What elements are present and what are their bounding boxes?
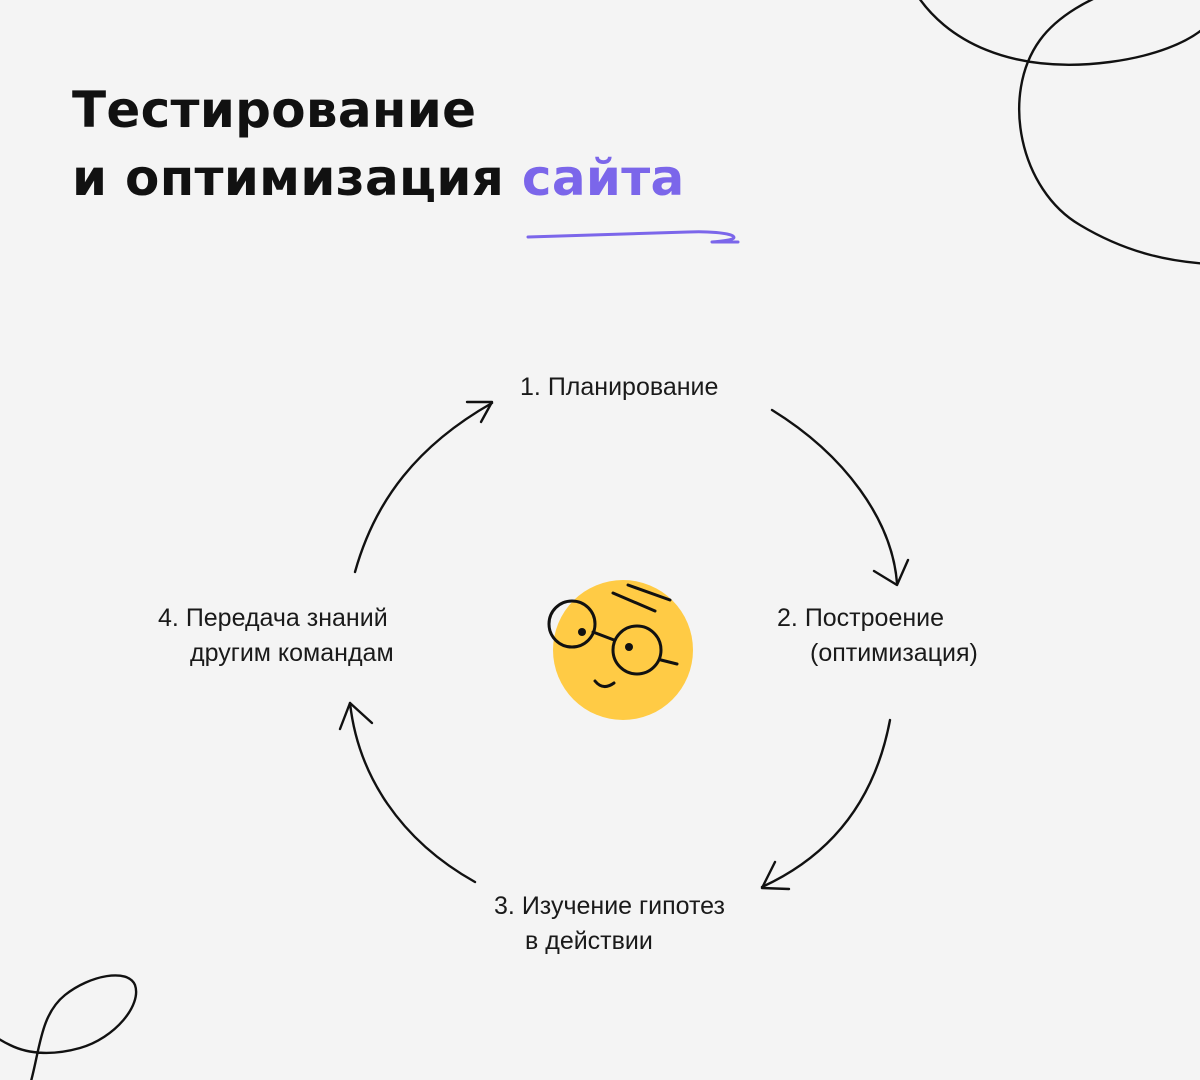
step-4-line-2: другим командам <box>190 639 394 667</box>
step-2-text: Построение <box>804 604 945 632</box>
cycle-arrow-4-to-1 <box>353 401 494 574</box>
step-3-text: Изучение гипотез <box>521 892 725 920</box>
title-line-2: и оптимизация сайта <box>72 144 685 212</box>
step-4-text: Передача знаний <box>185 604 388 632</box>
title-line-1: Тестирование <box>72 81 477 139</box>
step-1-line-1: 1. Планирование <box>520 370 718 405</box>
scribble-loop-bottom-left-icon <box>0 974 138 1080</box>
step-2-number: 2. <box>777 604 798 632</box>
step-3-line-2: в действии <box>525 927 653 955</box>
cycle-arrow-1-to-2 <box>770 408 899 585</box>
step-3-line-1: 3. Изучение гипотез <box>494 889 725 924</box>
step-1-number: 1. <box>520 373 541 401</box>
page-title: Тестирование и оптимизация сайта <box>72 76 685 212</box>
step-4-line-1: 4. Передача знаний <box>158 601 394 636</box>
step-3-number: 3. <box>494 892 515 920</box>
scribble-loop-top-right-icon <box>919 0 1200 265</box>
step-2-line-1: 2. Построение <box>777 601 978 636</box>
arrowhead-3-to-4-icon <box>338 701 374 731</box>
cycle-step-planning: 1. Планирование <box>520 370 718 405</box>
cycle-arrow-2-to-3 <box>760 718 892 889</box>
step-2-line-2: (оптимизация) <box>810 639 978 667</box>
smiling-face-with-glasses-icon <box>547 580 693 720</box>
arrowhead-2-to-3-icon <box>760 860 791 891</box>
cycle-arrow-3-to-4 <box>348 701 477 884</box>
step-4-number: 4. <box>158 604 179 632</box>
arrowhead-4-to-1-icon <box>465 400 494 424</box>
step-1-text: Планирование <box>547 373 719 401</box>
cycle-step-building: 2. Построение (оптимизация) <box>777 601 978 671</box>
cycle-step-testing: 3. Изучение гипотез в действии <box>494 889 725 959</box>
arrowhead-1-to-2-icon <box>872 558 910 587</box>
title-underline-squiggle-icon <box>526 230 740 244</box>
title-accent-word: сайта <box>521 149 685 207</box>
cycle-step-sharing: 4. Передача знаний другим командам <box>158 601 394 671</box>
title-line-2-prefix: и оптимизация <box>72 149 505 207</box>
